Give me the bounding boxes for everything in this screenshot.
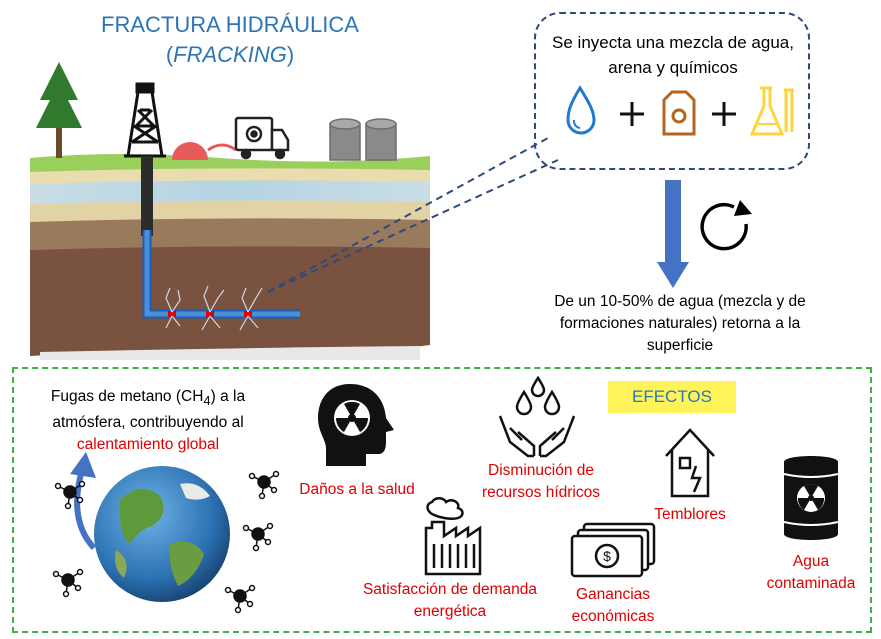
- dollar-sign-glyph: $: [603, 548, 611, 564]
- effect-health: Daños a la salud: [299, 481, 415, 498]
- title-text: FRACTURA HIDRÁULICA: [101, 12, 359, 37]
- storage-tanks-icon: [329, 118, 397, 161]
- injection-text: Se inyecta una mezcla de agua, arena y q…: [552, 33, 794, 77]
- return-arrow: [657, 180, 689, 288]
- toxic-barrel-icon: [783, 456, 839, 540]
- soil-layers: [30, 154, 430, 360]
- return-text: De un 10-50% de agua (mezcla y de formac…: [554, 293, 806, 354]
- methane-molecule-icon: [242, 522, 274, 552]
- subtitle-paren-close: ): [286, 42, 295, 67]
- earth-icon: [94, 466, 230, 602]
- effect-water: Disminución de recursos hídricos: [481, 462, 600, 501]
- chemicals-icon: [749, 86, 794, 136]
- methane-subscript: 4: [203, 393, 211, 409]
- cycle-icon: [700, 200, 752, 251]
- zoom-lines: [267, 137, 559, 293]
- gas-tank-icon: [172, 142, 208, 160]
- effect-contaminated: Agua contaminada: [766, 553, 856, 592]
- methane-text: Fugas de metano (CH4) a la atmósfera, co…: [30, 386, 266, 456]
- methane-molecule-icon: [248, 470, 280, 500]
- subtitle-paren-open: (: [165, 42, 174, 67]
- sand-bag-icon: [662, 90, 696, 136]
- water-drop-icon: [566, 85, 596, 135]
- factory-icon: [424, 497, 482, 576]
- fracture-cracks: [165, 285, 263, 331]
- subtitle-text: FRACKING: [173, 42, 287, 67]
- plus-icon: [712, 102, 736, 126]
- methane-text-before: Fugas de metano (CH: [50, 388, 204, 405]
- well-pipe: [141, 156, 300, 319]
- subtitle: (FRACKING): [100, 40, 360, 70]
- effect-energy: Satisfacción de demanda energética: [362, 581, 538, 620]
- effects-label: EFECTOS: [608, 381, 736, 413]
- methane-molecule-icon: [224, 584, 256, 614]
- water-hands-icon: [498, 376, 576, 458]
- global-warming-highlight: calentamiento global: [76, 436, 220, 454]
- effect-earnings: Ganancias económicas: [571, 586, 655, 625]
- effect-quakes: Temblores: [654, 506, 726, 523]
- truck-icon: [234, 116, 290, 160]
- rise-arrow: [70, 452, 97, 551]
- injection-bubble: [534, 12, 810, 170]
- methane-molecule-icon: [52, 568, 84, 598]
- methane-text-after: ) a la atmósfera, contribuyendo al: [52, 388, 246, 432]
- earthquake-house-icon: [665, 428, 715, 498]
- methane-molecules: [52, 470, 280, 614]
- methane-molecule-icon: [54, 480, 86, 510]
- money-icon: $: [570, 522, 656, 578]
- drilling-rig-icon: [124, 82, 166, 158]
- ingredients-row: [566, 85, 794, 136]
- plus-icon: [620, 102, 644, 126]
- tree-icon: [36, 62, 82, 158]
- effects-panel: [12, 367, 872, 633]
- health-head-icon: [318, 384, 394, 466]
- earth-methane-illustration: [52, 452, 280, 614]
- diagram-title: FRACTURA HIDRÁULICA (FRACKING): [100, 10, 360, 70]
